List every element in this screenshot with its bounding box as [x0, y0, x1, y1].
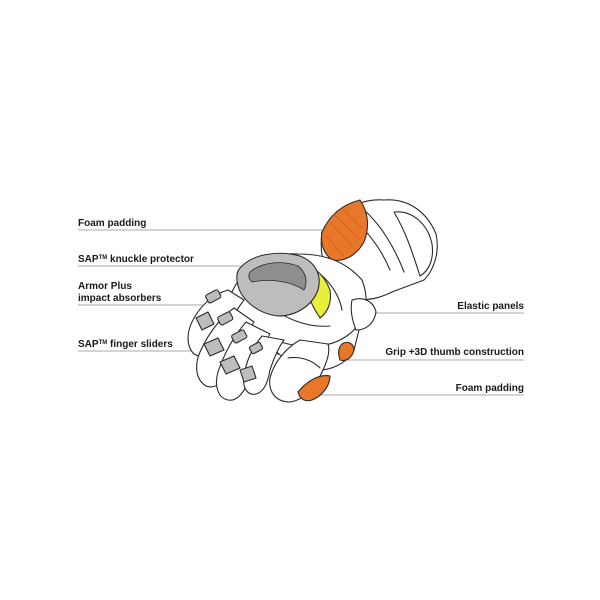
label-elastic-panels: Elastic panels: [457, 301, 524, 312]
sliders-suffix: finger sliders: [107, 339, 173, 350]
impact-absorber-1: [205, 289, 222, 304]
armor-line-2: impact absorbers: [78, 293, 162, 304]
cuff-inner-edge: [393, 211, 434, 277]
thumb-grip-panel: [287, 356, 321, 369]
knuckle-trademark: TM: [98, 255, 108, 261]
label-foam-padding-top: Foam padding: [78, 218, 147, 229]
glove-illustration: [187, 199, 438, 403]
knuckle-prefix: SAP: [78, 254, 99, 265]
impact-absorber-4: [248, 341, 264, 355]
label-finger-sliders: SAPTM finger sliders: [78, 339, 173, 351]
grip-thumb-patch: [338, 341, 355, 362]
finger-slider-ring: [219, 355, 241, 375]
knuckle-protector-ridge: [248, 262, 307, 291]
foam-padding-palm: [297, 375, 331, 402]
label-grip-thumb: Grip +3D thumb construction: [385, 347, 524, 358]
elastic-panel: [350, 298, 377, 331]
knuckle-suffix: knuckle protector: [107, 254, 194, 265]
finger-slider-middle: [203, 337, 225, 357]
foam-padding-cuff: [320, 199, 369, 261]
foam-padding-cuff-texture: [325, 207, 363, 257]
sliders-trademark: TM: [98, 340, 108, 346]
sliders-prefix: SAP: [78, 339, 99, 350]
label-armor-plus: Armor Plus impact absorbers: [78, 281, 161, 305]
finger-slider-index: [195, 311, 215, 331]
label-foam-padding-bottom: Foam padding: [455, 383, 524, 394]
leader-lines: [78, 229, 524, 396]
impact-absorber-3: [231, 329, 248, 344]
impact-absorber-2: [217, 311, 234, 326]
label-knuckle-protector: SAPTM knuckle protector: [78, 254, 194, 266]
finger-slider-pinky: [239, 365, 257, 383]
armor-line-1: Armor Plus: [78, 281, 132, 292]
